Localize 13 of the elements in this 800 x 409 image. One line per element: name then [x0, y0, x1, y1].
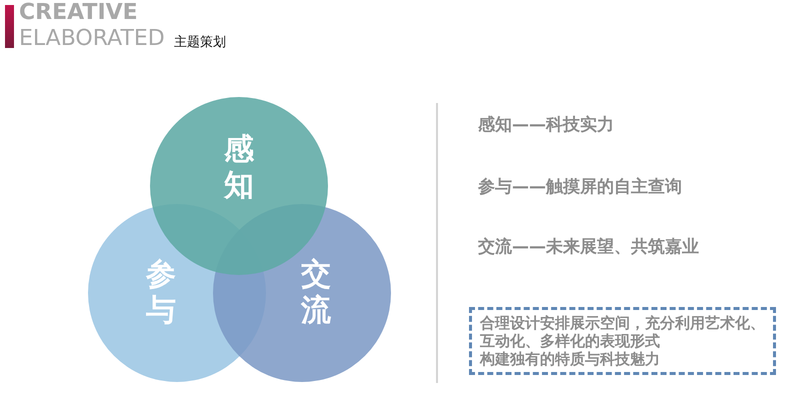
- dashed-text-box: [469, 307, 776, 375]
- header-text: CREATIVE: [19, 1, 138, 25]
- header-text: ELABORATED: [19, 27, 165, 51]
- circle-label: 感知: [222, 132, 255, 204]
- topic-text: 感知——科技实力: [478, 114, 614, 136]
- venn-circle: [213, 204, 391, 382]
- box-text: 合理设计安排展示空间，充分利用艺术化、互动化、多样化的表现形式: [480, 314, 765, 350]
- box-text: 构建独有的特质与科技魅力: [480, 350, 661, 368]
- page-title: 主题策划: [174, 34, 226, 51]
- circle-label: 交流: [300, 257, 332, 329]
- topic-text: 交流——未来展望、共筑嘉业: [478, 236, 699, 258]
- circle-label: 参与: [144, 257, 177, 329]
- topic-text: 参与——触摸屏的自主查询: [478, 176, 682, 198]
